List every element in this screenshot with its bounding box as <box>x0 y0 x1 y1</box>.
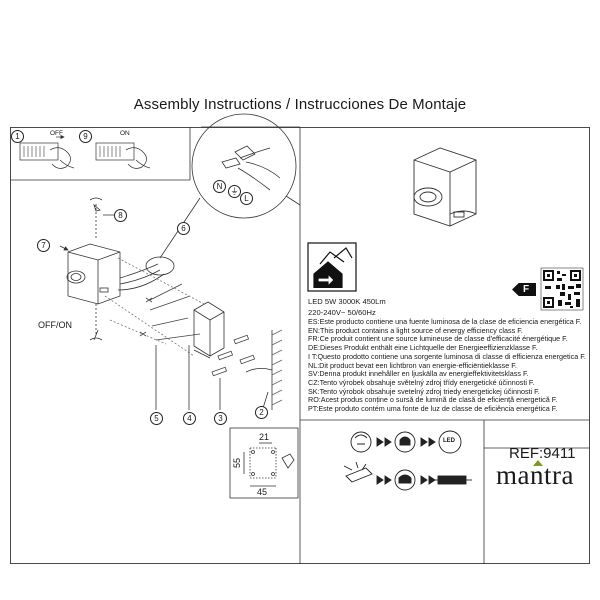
switch-sketch-off <box>19 134 75 169</box>
spec-line-cz: CZ:Tento výrobek obsahuje světelný zdroj… <box>308 377 535 387</box>
brand-logo: mantra <box>496 460 574 490</box>
switch-on-label: ON <box>120 130 130 137</box>
step-8-callout: 8 <box>114 209 127 222</box>
step-7-callout: 7 <box>37 239 50 252</box>
step-9-callout: 9 <box>79 130 92 143</box>
qr-code <box>540 267 584 311</box>
wire-earth-label: ⏚ <box>228 185 241 198</box>
dimension-height: 55 <box>232 457 243 469</box>
step-3-callout: 3 <box>214 412 227 425</box>
dimension-width-bottom: 45 <box>257 487 268 497</box>
spec-voltage: 220-240V~ 50/60Hz <box>308 308 376 317</box>
usage-icons <box>343 430 472 491</box>
switch-sketch-on <box>95 142 151 169</box>
step-6-callout: 6 <box>177 222 190 235</box>
energy-class-badge: F <box>512 283 536 296</box>
spec-line-en: EN:This product contains a light source … <box>308 325 523 335</box>
wire-neutral-label: N <box>213 180 226 193</box>
spec-line-sv: SV:Denna produkt innehåller en ljuskälla… <box>308 369 529 379</box>
step-2-callout: 2 <box>255 406 268 419</box>
step-5-callout: 5 <box>150 412 163 425</box>
step-4-callout: 4 <box>183 412 196 425</box>
dimension-detail <box>229 427 299 499</box>
spec-energy-statements: ES:Este producto contiene una fuente lum… <box>308 317 586 414</box>
dimension-width-top: 21 <box>259 432 270 442</box>
lamp-exploded-view <box>59 197 283 419</box>
spec-line-pt: PT:Este produto contém uma fonte de luz … <box>308 404 558 414</box>
spec-line-it: I T:Questo prodotto contiene una sorgent… <box>308 351 586 361</box>
product-sketch <box>413 147 477 227</box>
off-on-label: OFF/ON <box>38 320 72 330</box>
reference-number: REF:9411 <box>509 445 576 462</box>
spec-line-fr: FR:Ce produit contient une source lumine… <box>308 334 568 344</box>
switch-off-label: OFF <box>50 130 63 137</box>
spec-line-nl: NL:Dit product bevat een lichtbron van e… <box>308 360 517 370</box>
spec-power: LED 5W 3000K 450Lm <box>308 297 386 306</box>
spec-line-ro: RO:Acest produs conține o sursă de lumin… <box>308 395 558 405</box>
wire-live-label: L <box>240 192 253 205</box>
brand-accent <box>533 460 543 466</box>
led-badge: LED <box>443 438 455 444</box>
page-title: Assembly Instructions / Instrucciones De… <box>133 96 467 113</box>
spec-line-de: DE:Dieses Produkt enthält eine Lichtquel… <box>308 343 538 353</box>
spec-line-es: ES:Este producto contiene una fuente lum… <box>308 317 582 326</box>
spec-line-sk: SK:Tento výrobok obsahuje svetelný zdroj… <box>308 386 540 396</box>
energy-label-icon <box>307 242 357 292</box>
step-1-callout: 1 <box>11 130 24 143</box>
